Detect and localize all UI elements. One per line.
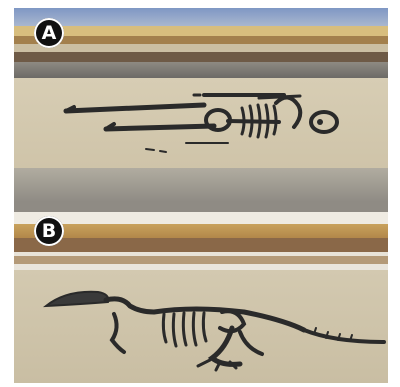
human-skeleton	[14, 8, 388, 202]
illustration-frame: A	[14, 8, 388, 383]
dinosaur-skeleton	[14, 202, 388, 383]
panel-b: B	[14, 202, 388, 383]
panel-a: A	[14, 8, 388, 202]
